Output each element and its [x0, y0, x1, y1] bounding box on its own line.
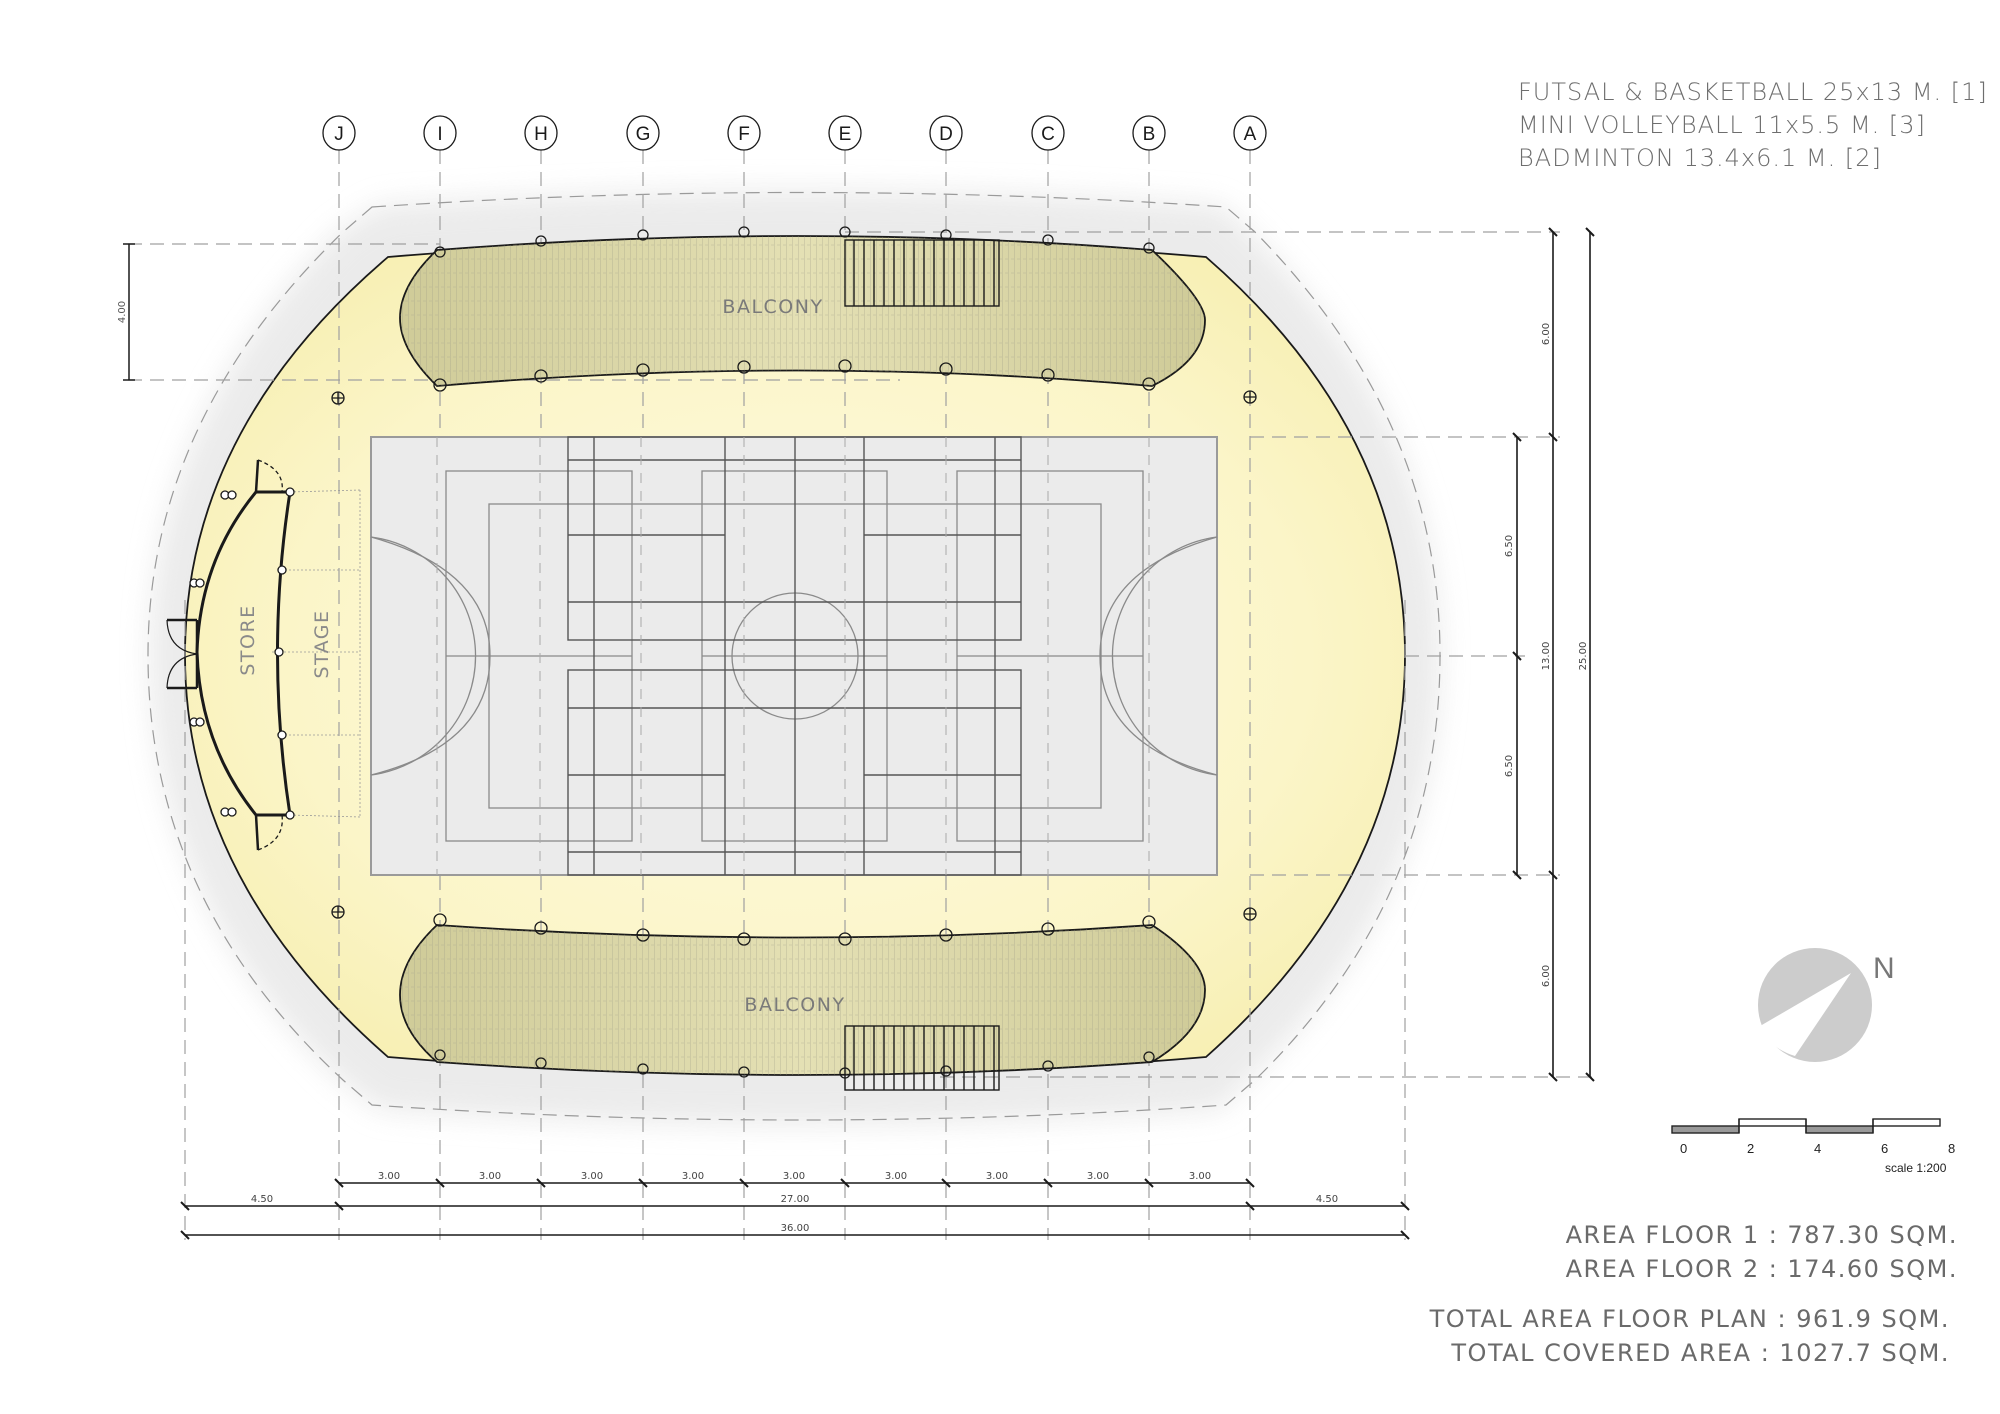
total-area-floor-plan: TOTAL AREA FLOOR PLAN : 961.9 SQM. [1429, 1305, 1950, 1333]
area-floor-2: AREA FLOOR 2 : 174.60 SQM. [1565, 1255, 1958, 1283]
dim-left-balcony-label: 4.00 [117, 301, 128, 323]
store-label: STORE [237, 604, 259, 675]
scale-label: scale 1:200 [1885, 1161, 1947, 1175]
grid-axis-F: F [738, 124, 750, 145]
dim-overall-depth: 25.00 [1578, 642, 1589, 671]
dimension-bottom [180, 1178, 1410, 1240]
dim-right-overhang: 4.50 [1316, 1194, 1338, 1205]
court-legend: FUTSAL & BASKETBALL 25x13 M. [1] MINI VO… [1518, 76, 1988, 175]
sports-court [370, 436, 1218, 876]
total-covered-area: TOTAL COVERED AREA : 1027.7 SQM. [1451, 1339, 1950, 1367]
stage-label: STAGE [311, 609, 333, 678]
scale-tick-4: 4 [1814, 1141, 1822, 1156]
dim-left-overhang: 4.50 [251, 1194, 273, 1205]
grid-axis-H: H [534, 124, 548, 145]
dim-court-half-top: 6.50 [1504, 535, 1515, 557]
grid-axis-I: I [437, 124, 442, 145]
balcony-bottom: BALCONY [399, 924, 1206, 1091]
scale-tick-8: 8 [1948, 1141, 1956, 1156]
dim-bay-3: 3.00 [581, 1171, 603, 1182]
balcony-top-label: BALCONY [722, 296, 823, 318]
roof-outline-dashed [147, 191, 1441, 1121]
balcony-bottom-label: BALCONY [744, 994, 845, 1016]
dim-bay-8: 3.00 [1087, 1171, 1109, 1182]
grid-axis-A: A [1244, 124, 1257, 145]
dim-bay-5: 3.00 [783, 1171, 805, 1182]
grid-axis-G: G [636, 124, 651, 145]
area-floor-1: AREA FLOOR 1 : 787.30 SQM. [1565, 1221, 1958, 1249]
legend-mini-volleyball: MINI VOLLEYBALL 11x5.5 M. [3] [1518, 111, 1926, 139]
scale-tick-2: 2 [1747, 1141, 1755, 1156]
structural-columns [331, 226, 1257, 1079]
dim-center-span: 27.00 [781, 1194, 810, 1205]
legend-futsal-basketball: FUTSAL & BASKETBALL 25x13 M. [1] [1518, 78, 1988, 106]
dim-overall-width: 36.00 [781, 1223, 810, 1234]
north-label: N [1873, 952, 1895, 985]
dim-bay-4: 3.00 [682, 1171, 704, 1182]
dim-section-middle: 13.00 [1541, 642, 1552, 671]
grid-axis-B: B [1143, 124, 1156, 145]
scale-tick-0: 0 [1680, 1141, 1688, 1156]
area-summary: AREA FLOOR 1 : 787.30 SQM. AREA FLOOR 2 … [1430, 1218, 1958, 1370]
dim-court-half-bottom: 6.50 [1504, 755, 1515, 777]
grid-axis-J: J [334, 124, 344, 145]
dim-section-bottom: 6.00 [1541, 965, 1552, 987]
dim-bay-2: 3.00 [479, 1171, 501, 1182]
scale-tick-6: 6 [1881, 1141, 1889, 1156]
grid-axis-E: E [839, 124, 852, 145]
grid-axis-markers [322, 115, 1267, 151]
dim-bay-6: 3.00 [885, 1171, 907, 1182]
grid-axis-C: C [1041, 124, 1055, 145]
balcony-top: BALCONY [399, 235, 1206, 387]
dim-section-top: 6.00 [1541, 323, 1552, 345]
dimension-left-balcony [123, 243, 135, 381]
dimension-right [1512, 227, 1595, 1082]
dim-bay-1: 3.00 [378, 1171, 400, 1182]
store-and-stage: STORE STAGE [166, 459, 361, 851]
scale-bar [1671, 1118, 1941, 1134]
grid-axis-D: D [939, 124, 953, 145]
north-arrow-icon [1755, 948, 1872, 1062]
dim-bay-7: 3.00 [986, 1171, 1008, 1182]
legend-badminton: BADMINTON 13.4x6.1 M. [2] [1518, 144, 1882, 172]
dim-bay-9: 3.00 [1189, 1171, 1211, 1182]
